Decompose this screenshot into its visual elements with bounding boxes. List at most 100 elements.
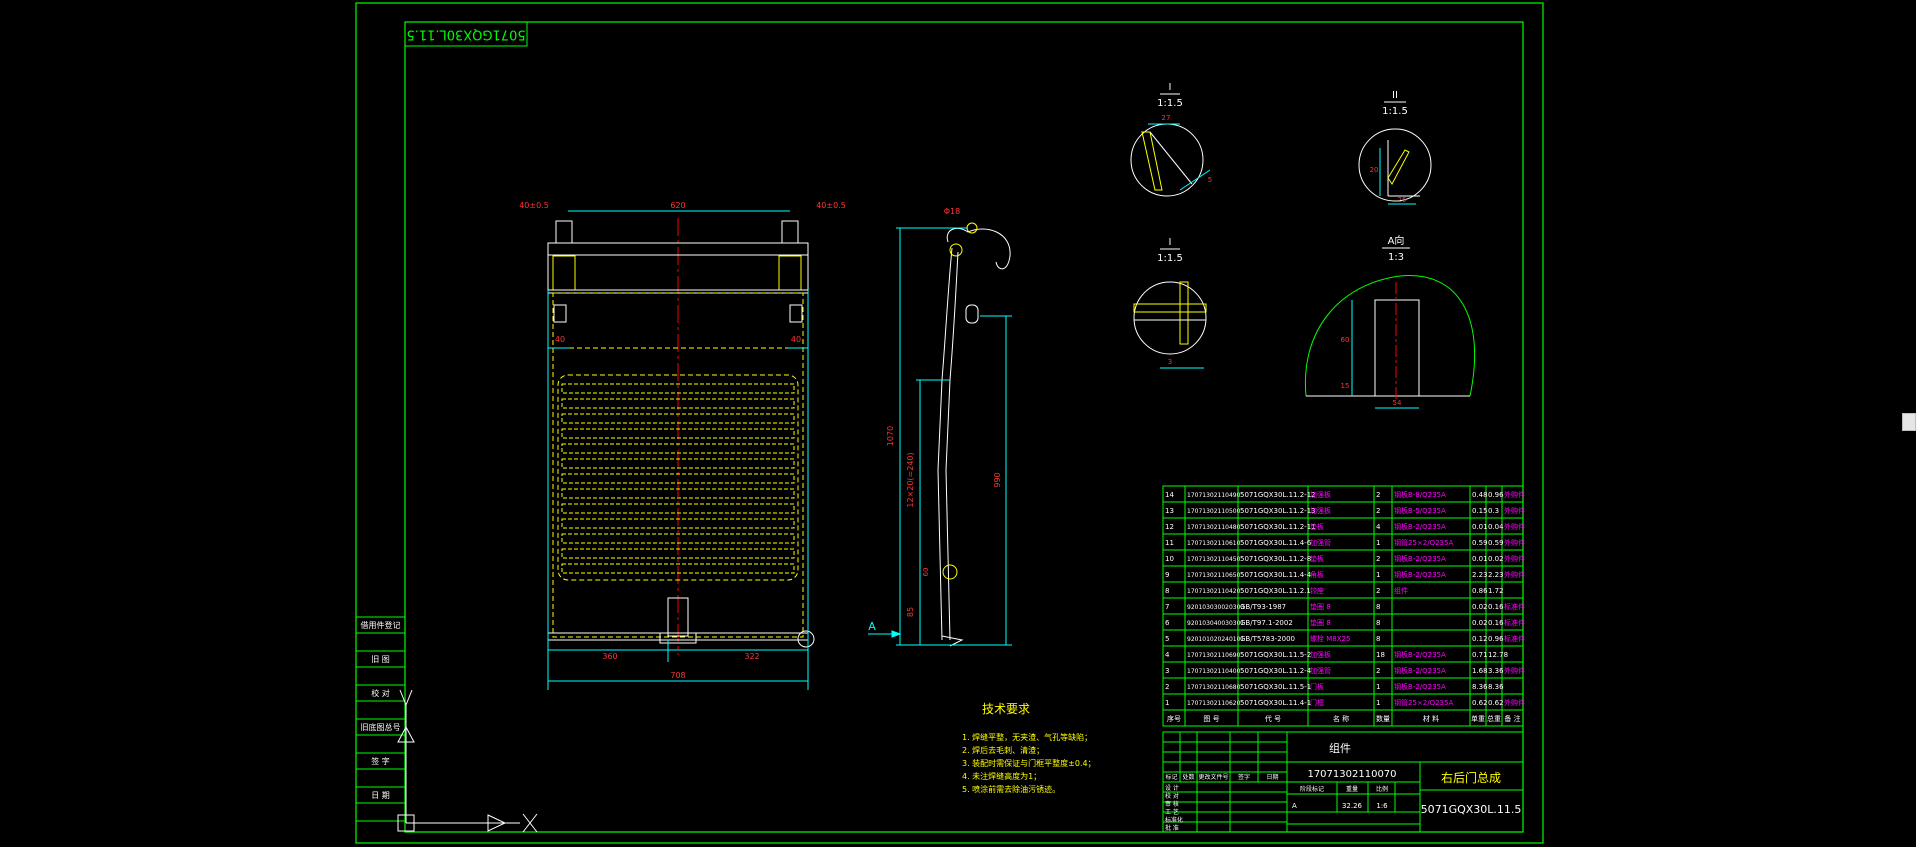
bom-cell: 1.68 xyxy=(1472,667,1488,675)
bom-cell: 钢板B-2/Q235A xyxy=(1394,650,1446,659)
bom-header-cell: 材 料 xyxy=(1423,714,1439,723)
bom-cell: 铰座 xyxy=(1310,586,1324,595)
bom-cell: 钢板B-2/Q235A xyxy=(1394,570,1446,579)
svg-text:27: 27 xyxy=(1162,114,1171,122)
bom-cell: 外购件 xyxy=(1504,490,1525,499)
bom-cell: 0.59 xyxy=(1488,539,1504,547)
svg-text:A向: A向 xyxy=(1388,234,1405,247)
bom-cell: 角板 xyxy=(1310,570,1324,579)
tech-req-item-1: 1. 焊缝平整，无夹渣、气孔等缺陷； xyxy=(962,732,1092,742)
bom-cell: 9 xyxy=(1165,571,1169,579)
detail-view-3: I 1:1.5 3 xyxy=(1133,237,1207,369)
bom-cell: 5071GQX30L.11.5-1 xyxy=(1240,683,1311,691)
bom-cell: 垫板 xyxy=(1310,554,1324,563)
bom-header-cell: 备 注 xyxy=(1504,714,1520,723)
bom-cell: 0.02 xyxy=(1472,603,1488,611)
bom-cell: 加强管 xyxy=(1310,538,1331,547)
inner-frame xyxy=(404,21,1524,833)
bom-cell: 17071302110500 xyxy=(1187,508,1241,515)
dim-side-left: 40 xyxy=(555,335,565,344)
bom-cell: 0.01 xyxy=(1472,523,1488,531)
title-role-cell: 设 计 xyxy=(1165,784,1179,792)
bom-cell: 0.01 xyxy=(1472,555,1488,563)
door-slat xyxy=(561,548,795,559)
tech-req-item-2: 2. 焊后去毛刺、清渣； xyxy=(962,745,1044,755)
bom-cell: 4 xyxy=(1165,651,1170,659)
bom-cell: 加强板 xyxy=(1310,490,1331,499)
view-arrow-label: A xyxy=(868,620,876,633)
side-dim-overall: 1070 xyxy=(886,426,895,446)
bom-cell: 门板 xyxy=(1310,682,1324,691)
bom-cell: 5071GQX30L.11.5-2 xyxy=(1240,651,1311,659)
title-header-cell: 处数 xyxy=(1182,773,1194,781)
bom-cell: 17071302110680 xyxy=(1187,684,1241,691)
bom-cell: 0.16 xyxy=(1488,603,1504,611)
bom-cell: 17071302110480 xyxy=(1187,524,1241,531)
top-left-number: 5071GQX30L.11.5 xyxy=(406,27,525,42)
bom-cell: 17071302110420 xyxy=(1187,588,1241,595)
left-strip-label: 旧底图总号 xyxy=(361,722,401,732)
left-strip-label: 旧 图 xyxy=(371,655,390,664)
bom-cell: 外购件 xyxy=(1504,538,1525,547)
svg-text:5: 5 xyxy=(1208,176,1212,184)
bom-cell: 0.96 xyxy=(1488,635,1504,643)
bom-cell: 5071GQX30L.11.2-12 xyxy=(1240,491,1316,499)
bom-cell: 垫圈 8 xyxy=(1310,618,1331,627)
bom-cell: 垫圈 8 xyxy=(1310,602,1331,611)
bom-header-cell: 单重 xyxy=(1471,714,1485,723)
bom-cell: 外购件 xyxy=(1504,554,1525,563)
bom-cell: GB/T97.1-2002 xyxy=(1240,619,1293,627)
bom-cell: 组件 xyxy=(1394,586,1408,595)
vertical-scrollbar-thumb[interactable] xyxy=(1902,413,1916,431)
bom-cell: 0.02 xyxy=(1472,619,1488,627)
bom-cell: 17071302110400 xyxy=(1187,668,1241,675)
bom-cell: 1 xyxy=(1165,699,1169,707)
title-role-cell: 校 对 xyxy=(1165,792,1179,800)
bom-cell: 0.16 xyxy=(1488,619,1504,627)
bom-cell: 2 xyxy=(1165,683,1169,691)
svg-text:1:1.5: 1:1.5 xyxy=(1382,106,1408,117)
svg-text:3: 3 xyxy=(1168,358,1172,366)
title-head-scale: 比例 xyxy=(1376,785,1388,793)
title-part-name: 右后门总成 xyxy=(1441,770,1501,785)
bom-cell: 3.36 xyxy=(1488,667,1504,675)
bom-cell: 外购件 xyxy=(1504,666,1525,675)
bom-cell: 2 xyxy=(1376,507,1380,515)
bom-cell: GB/T93-1987 xyxy=(1240,603,1286,611)
top-left-number-box: 5071GQX30L.11.5 xyxy=(404,21,528,47)
bom-header-cell: 名 称 xyxy=(1333,714,1349,723)
bom-cell: 钢板B-2/Q235A xyxy=(1394,522,1446,531)
bom-cell: 5071GQX30L.11.2.1 xyxy=(1240,587,1311,595)
detail-view-a: A向 1:3 60 15 54 xyxy=(1304,234,1476,409)
bom-cell: 12 xyxy=(1165,523,1174,531)
svg-text:1:1.5: 1:1.5 xyxy=(1157,253,1183,264)
bom-cell: 5071GQX30L.11.2-8 xyxy=(1240,555,1311,563)
svg-text:25: 25 xyxy=(1398,196,1407,204)
bom-cell: 钢管25×2/Q235A xyxy=(1394,538,1453,547)
title-role-cell: 标准化 xyxy=(1165,816,1183,824)
bom-cell: 加强板 xyxy=(1310,506,1331,515)
bom-cell: 17071302110610 xyxy=(1187,540,1241,547)
bom-cell: 外购件 xyxy=(1504,506,1525,515)
bom-cell: 920103040030301 xyxy=(1187,620,1244,627)
bom-cell: 0.48 xyxy=(1472,491,1488,499)
bom-cell: 920101020240101 xyxy=(1187,636,1244,643)
side-dim-pitch: 12×20(=240) xyxy=(906,452,915,507)
bom-cell: 0.3 xyxy=(1488,507,1499,515)
bom-cell: 8 xyxy=(1376,603,1380,611)
svg-text:60: 60 xyxy=(1341,336,1350,344)
tech-req-item-4: 4. 未注焊缝高度为1； xyxy=(962,771,1041,781)
bom-header-cell: 总重 xyxy=(1487,714,1501,723)
bom-cell: 外购件 xyxy=(1504,570,1525,579)
bom-cell: 5071GQX30L.11.2-11 xyxy=(1240,523,1316,531)
bom-cell: 2 xyxy=(1376,587,1380,595)
title-stage: A xyxy=(1292,802,1297,810)
door-slat xyxy=(561,473,795,484)
dim-side-right: 40 xyxy=(791,335,801,344)
bom-cell: 加强管 xyxy=(1310,666,1331,675)
door-slat xyxy=(561,518,795,529)
title-head-weight: 重量 xyxy=(1346,785,1358,793)
bom-cell: 920103030020303 xyxy=(1187,604,1244,611)
